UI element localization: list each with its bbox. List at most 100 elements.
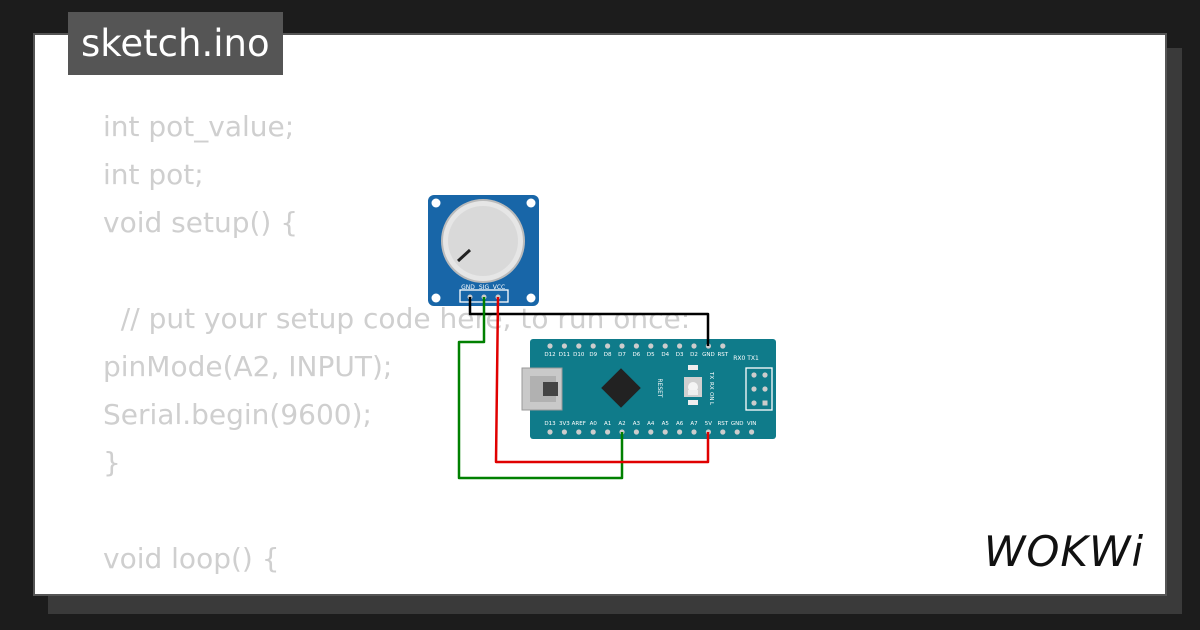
nano-pin-label: 5V: [705, 421, 712, 427]
icsp-pin: [751, 372, 757, 378]
nano-pin[interactable]: [547, 343, 553, 349]
nano-pin[interactable]: [691, 429, 697, 435]
nano-pin-label: A5: [662, 421, 670, 427]
nano-pin-label: A2: [618, 421, 625, 427]
nano-pin-label: A1: [604, 421, 611, 427]
code-line: int pot_value;: [103, 110, 295, 143]
code-line: pinMode(A2, INPUT);: [103, 350, 393, 383]
sketch-filename-tab[interactable]: sketch.ino: [68, 12, 283, 75]
code-line: void loop() {: [103, 542, 280, 575]
wokwi-logo: WOKWi: [984, 527, 1144, 576]
nano-pin-label: D4: [661, 352, 669, 358]
pot-pin-label: SIG: [479, 284, 490, 291]
nano-pin-label: RST: [717, 352, 728, 358]
nano-pin[interactable]: [576, 429, 582, 435]
nano-pin[interactable]: [648, 343, 654, 349]
microcontroller-chip: [601, 368, 641, 408]
vcc-wire[interactable]: [494, 296, 710, 464]
nano-pin-label: D3: [676, 352, 684, 358]
nano-pin-label: D7: [618, 352, 626, 358]
nano-pin-label: A7: [690, 421, 698, 427]
nano-pin[interactable]: [662, 343, 668, 349]
led-label: RX: [708, 382, 714, 390]
pot-mount-hole: [431, 198, 441, 208]
nano-pin[interactable]: [590, 343, 596, 349]
nano-pin-label: D8: [604, 352, 612, 358]
nano-pin-label: A0: [590, 421, 598, 427]
wokwi-logo-text: WOKWi: [984, 527, 1144, 576]
nano-pin[interactable]: [648, 429, 654, 435]
nano-pin[interactable]: [605, 343, 611, 349]
led-label: TX: [708, 371, 714, 379]
pot-pin-label: VCC: [493, 284, 505, 291]
nano-pin-label: A4: [647, 421, 655, 427]
nano-pin[interactable]: [605, 429, 611, 435]
nano-pin-label: RST: [717, 421, 728, 427]
sig-wire[interactable]: [457, 297, 624, 480]
nano-pin-label: D9: [589, 352, 597, 358]
reset-label: RESET: [656, 378, 663, 398]
nano-pin[interactable]: [561, 429, 568, 435]
led-label: L: [708, 402, 714, 406]
nano-board: [530, 339, 776, 439]
usb-socket-opening: [543, 382, 558, 396]
nano-pin[interactable]: [677, 429, 683, 435]
code-line: void setup() {: [103, 206, 299, 239]
nano-pin[interactable]: [561, 343, 568, 349]
code-line: // put your main code here, to run repea…: [103, 587, 763, 594]
nano-pin[interactable]: [547, 429, 553, 435]
nano-pin[interactable]: [720, 429, 726, 435]
reset-button-cap: [688, 382, 698, 392]
preview-card: int pot_value;int pot; void setup() { // …: [33, 33, 1167, 596]
pot-pin-label: GND: [461, 284, 475, 291]
nano-pin[interactable]: [633, 343, 640, 349]
nano-pin-label: A3: [633, 421, 641, 427]
nano-pin[interactable]: [662, 429, 668, 435]
pot-mount-hole: [526, 198, 536, 208]
nano-pin[interactable]: [633, 429, 640, 435]
nano-pin[interactable]: [590, 429, 596, 435]
nano-pin-label: D11: [559, 352, 570, 358]
nano-pin-label: D13: [544, 421, 556, 427]
nano-pin[interactable]: [619, 343, 625, 349]
nano-pin[interactable]: [576, 343, 582, 349]
nano-pin[interactable]: [749, 429, 755, 435]
nano-pin-label: A6: [676, 421, 684, 427]
icsp-pin: [762, 400, 768, 406]
code-line: Serial.begin(9600);: [103, 398, 372, 431]
nano-pin-label: D12: [544, 352, 555, 358]
nano-pin[interactable]: [677, 343, 683, 349]
nano-pin-label: GND: [702, 352, 715, 358]
icsp-pin: [762, 372, 768, 378]
nano-pin[interactable]: [734, 429, 740, 435]
nano-pin[interactable]: [720, 343, 726, 349]
pot-knob-indicator: [456, 248, 472, 263]
potentiometer[interactable]: GND SIG VCC: [428, 195, 539, 306]
nano-rx-tx-label: RX0 TX1: [733, 355, 759, 362]
led: [688, 400, 698, 405]
nano-pin-label: AREF: [572, 421, 586, 427]
nano-pin-label: VIN: [747, 421, 757, 427]
nano-pin-label: 3V3: [559, 421, 570, 427]
icsp-header: [745, 367, 773, 411]
nano-pin-label: GND: [731, 421, 744, 427]
icsp-pin: [762, 386, 768, 392]
nano-pin[interactable]: [691, 343, 697, 349]
icsp-pin: [751, 400, 757, 406]
led-label: ON: [708, 392, 714, 400]
code-line: int pot;: [103, 158, 204, 191]
code-line: }: [103, 446, 121, 479]
pot-mount-hole: [526, 293, 536, 303]
nano-pin-label: D5: [647, 352, 655, 358]
led: [688, 365, 698, 370]
pot-mount-hole: [431, 293, 441, 303]
nano-pin-label: D2: [690, 352, 698, 358]
gnd-wire[interactable]: [468, 297, 710, 346]
code-line: // put your setup code here, to run once…: [103, 302, 691, 335]
nano-pin-label: D6: [633, 352, 641, 358]
led: [688, 390, 698, 395]
pot-knob-face: [448, 206, 518, 276]
